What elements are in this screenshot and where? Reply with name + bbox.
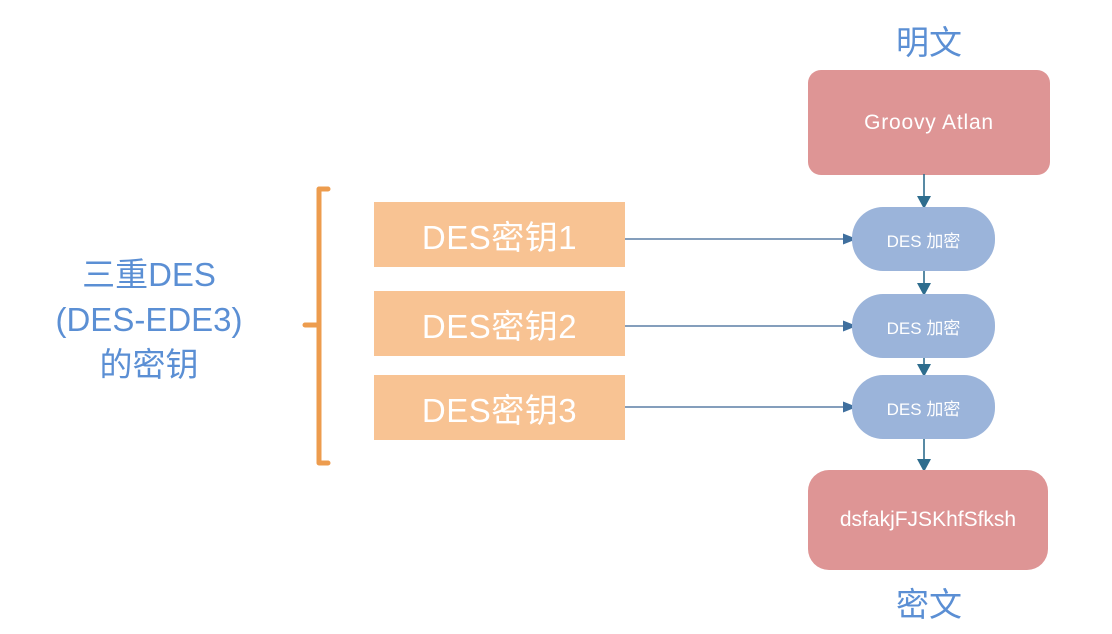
curly-brace-icon — [302, 186, 331, 466]
arrow-key1-to-des1 — [625, 233, 857, 245]
key-box-3: DES密钥3 — [374, 375, 625, 440]
key-box-3-label: DES密钥3 — [421, 391, 578, 429]
group-label-line-2: (DES-EDE3) — [55, 301, 243, 338]
plaintext-box: Groovy Atlan — [808, 70, 1050, 175]
arrow-key2-to-des2 — [625, 320, 857, 332]
ciphertext-caption: 密文 — [896, 586, 962, 623]
key-box-1-label: DES密钥1 — [421, 218, 578, 256]
arrow-des1-to-des2 — [917, 270, 931, 296]
des-encrypt-box-1: DES 加密 — [852, 207, 995, 271]
key-box-1: DES密钥1 — [374, 202, 625, 267]
key-box-2: DES密钥2 — [374, 291, 625, 356]
des-encrypt-box-1-label: DES 加密 — [886, 231, 961, 251]
plaintext-caption: 明文 — [896, 24, 962, 61]
arrow-des2-to-des3 — [917, 357, 931, 377]
group-label-line-3: 的密钥 — [99, 346, 199, 383]
ciphertext-box: dsfakjFJSKhfSfksh — [808, 470, 1048, 570]
plaintext-value: Groovy Atlan — [864, 110, 994, 134]
group-label: 三重DES (DES-EDE3) 的密钥 — [18, 252, 280, 387]
key-box-2-label: DES密钥2 — [421, 307, 578, 345]
des-encrypt-box-3: DES 加密 — [852, 375, 995, 439]
ciphertext-value: dsfakjFJSKhfSfksh — [839, 508, 1017, 531]
des-encrypt-box-2-label: DES 加密 — [886, 318, 961, 338]
arrow-key3-to-des3 — [625, 401, 857, 413]
group-label-line-1: 三重DES — [82, 256, 216, 293]
arrow-des3-to-ciphertext — [917, 438, 931, 472]
des-encrypt-box-2: DES 加密 — [852, 294, 995, 358]
des-encrypt-box-3-label: DES 加密 — [886, 399, 961, 419]
arrow-plaintext-to-des1 — [917, 174, 931, 209]
